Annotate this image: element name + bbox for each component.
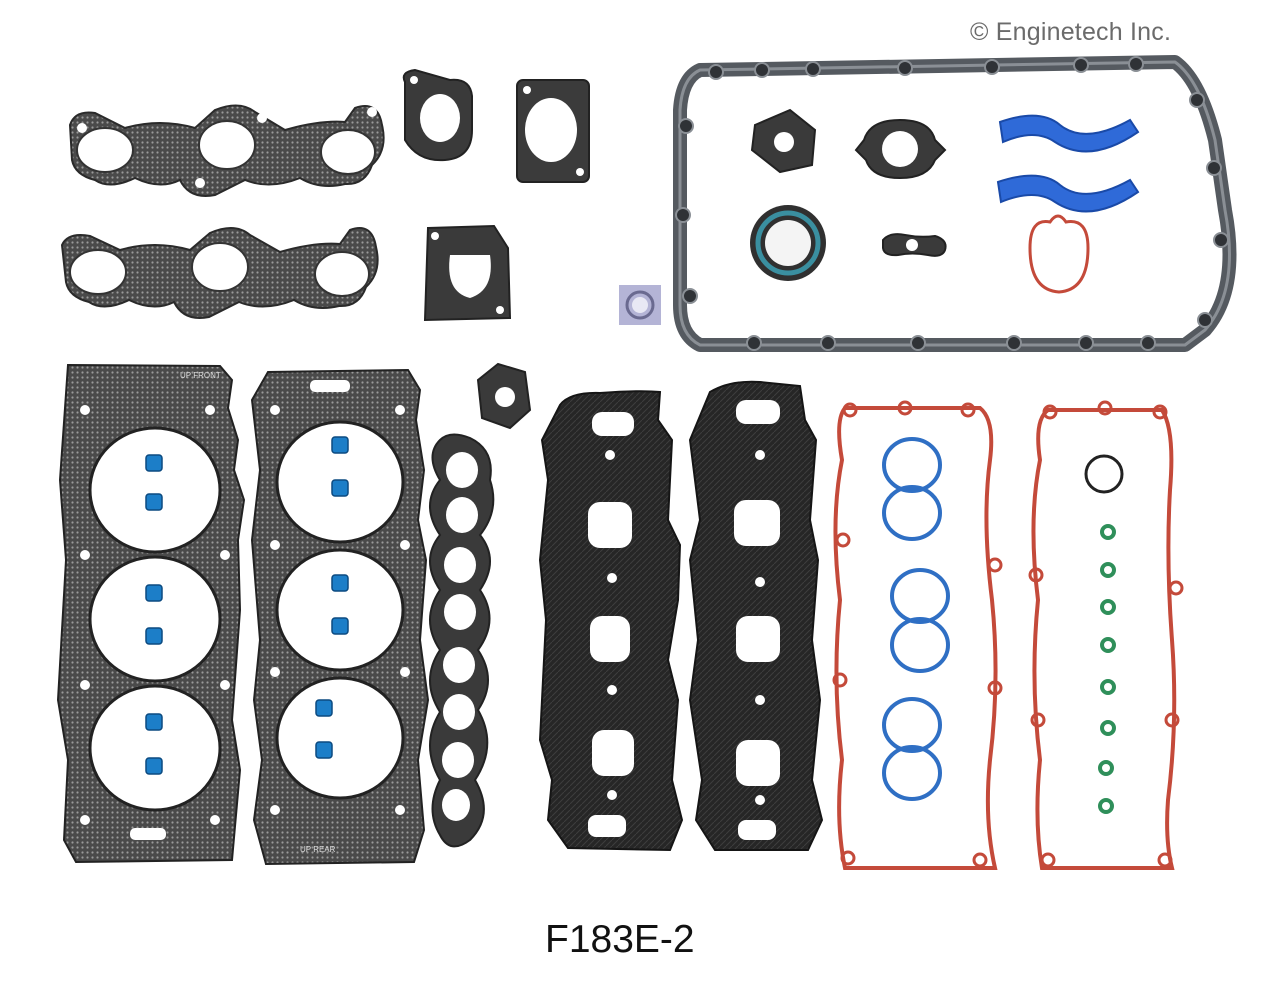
timing-guide-upper [998,114,1140,153]
head-gasket-left-label: UP FRONT [180,371,221,380]
egr-gasket-top [402,68,473,162]
head-gasket-left: UP FRONT [56,363,246,864]
head-gasket-right-label: UP REAR [300,845,336,854]
timing-guide-lower [996,174,1140,213]
iac-valve-gasket [476,362,532,430]
water-pump-o-ring [1028,214,1090,294]
small-washer [619,285,661,325]
lower-intake-gasket-left [538,390,684,852]
copyright-text: © Enginetech Inc. [970,18,1172,46]
lower-intake-gasket-right [688,380,824,851]
upper-intake-gasket [429,433,495,848]
egr-tube-gasket [882,233,947,257]
crankshaft-seal [750,205,826,281]
thermostat-gasket [854,118,947,180]
part-number-label: F183E-2 [545,918,695,961]
valve-cover-gasket-left [832,400,1003,870]
oil-pan-gasket [673,55,1237,352]
throttle-body-gasket [516,79,590,183]
valve-cover-gasket-right [1028,400,1184,870]
exhaust-manifold-gasket-upper [68,104,385,197]
water-outlet-gasket [750,108,817,174]
head-gasket-right: UP REAR [250,368,430,866]
exhaust-manifold-gasket-lower [60,227,379,319]
intake-plenum-gasket [423,224,512,322]
